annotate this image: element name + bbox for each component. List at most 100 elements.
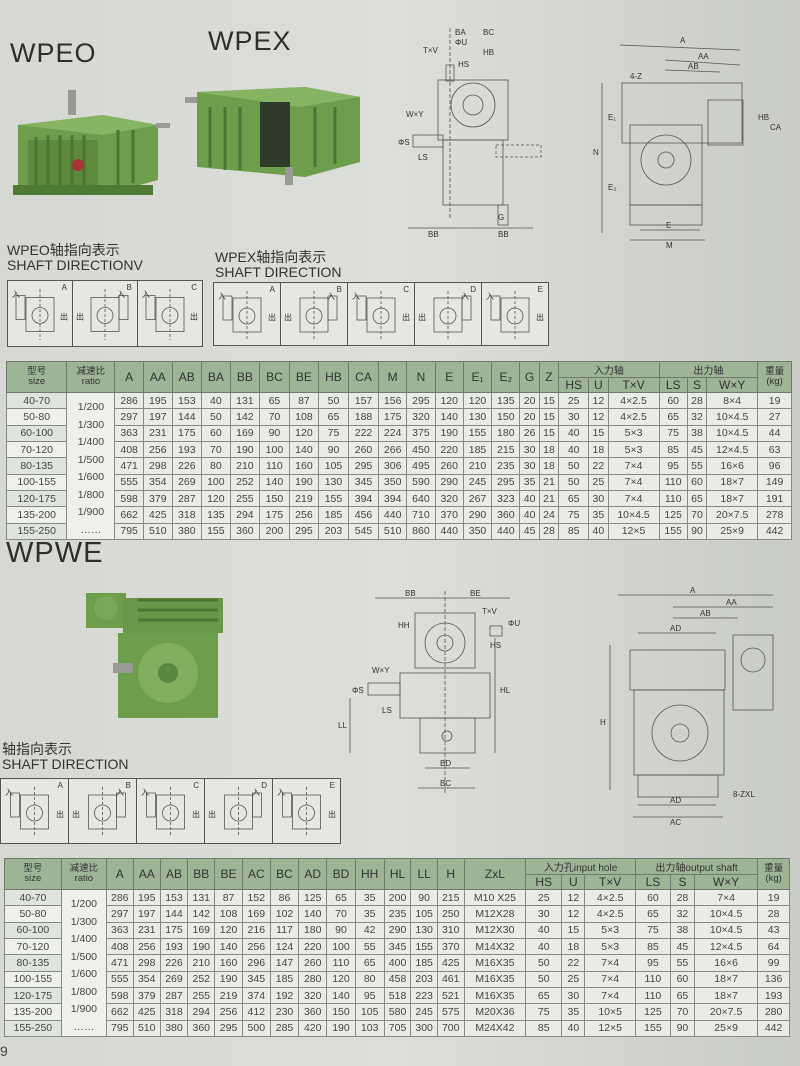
value-cell: 12 xyxy=(561,905,586,923)
value-cell: 374 xyxy=(241,986,271,1005)
ratio-value: 1/200 xyxy=(70,898,97,910)
value-cell: 35 xyxy=(519,473,540,491)
shaft-direction-option-a: A 入出 xyxy=(1,779,69,843)
dim-hl-label: HL xyxy=(500,686,511,695)
value-cell: 354 xyxy=(132,970,161,988)
column-header: BB xyxy=(229,361,260,393)
dim-txv-label: T×V xyxy=(482,607,498,616)
value-cell: 100 xyxy=(200,473,231,491)
value-cell: 95 xyxy=(634,954,671,972)
ratio-value: 1/800 xyxy=(70,985,97,998)
gearbox-schematic-icon: 入出 xyxy=(277,787,336,837)
direction-mark: 出 xyxy=(418,312,426,322)
value-cell: 60 xyxy=(634,888,671,907)
value-cell: 40 xyxy=(525,937,563,956)
value-cell: 131 xyxy=(187,888,216,907)
value-cell: 26 xyxy=(519,424,540,442)
column-header: LS xyxy=(658,377,688,393)
shaft-direction-option-c: C 入出 xyxy=(348,283,415,345)
value-cell: 120 xyxy=(200,489,231,508)
value-cell: 120 xyxy=(288,424,319,442)
value-cell: 50 xyxy=(525,970,563,988)
wpex-title: WPEX xyxy=(208,26,292,56)
value-cell: 185 xyxy=(317,506,349,524)
direction-mark: 出 xyxy=(76,312,84,322)
ratio-value: 1/400 xyxy=(77,436,105,448)
value-cell: 375 xyxy=(406,424,436,442)
value-cell: 45 xyxy=(686,440,708,459)
dim-bb-label: BB xyxy=(405,589,416,598)
value-cell: 598 xyxy=(105,986,134,1005)
column-header: W×Y xyxy=(693,874,759,890)
dim-aa-label: AA xyxy=(726,598,737,607)
shaft-direction-letter: D xyxy=(261,781,267,790)
value-cell: 180 xyxy=(298,921,328,939)
value-cell: 269 xyxy=(171,473,202,491)
value-cell: 185 xyxy=(269,970,300,988)
weight-header-line: (kg) xyxy=(765,873,782,884)
value-cell: 210 xyxy=(187,954,216,972)
direction-mark: 出 xyxy=(268,312,276,322)
value-cell: 360 xyxy=(229,522,260,541)
value-cell: 30 xyxy=(519,440,540,459)
value-cell: 32 xyxy=(686,408,708,426)
value-cell: 575 xyxy=(436,1003,465,1021)
value-cell: 30 xyxy=(558,408,590,426)
direction-mark: 入 xyxy=(5,788,13,797)
value-cell: 63 xyxy=(757,440,792,459)
column-header: LL xyxy=(410,858,438,890)
size-cell: 120-175 xyxy=(4,986,62,1005)
wpwe-shaft-direction-label: 轴指向表示 SHAFT DIRECTION xyxy=(2,742,129,772)
direction-mark: 入 xyxy=(12,290,20,299)
value-cell: 662 xyxy=(114,506,144,524)
value-cell: 510 xyxy=(142,522,173,541)
ratio-value: 1/300 xyxy=(70,915,97,928)
value-cell: 295 xyxy=(214,1019,243,1038)
value-cell: 30 xyxy=(588,489,609,508)
value-cell: 662 xyxy=(105,1003,134,1021)
value-cell: 140 xyxy=(326,986,356,1005)
value-cell: 120 xyxy=(462,391,493,410)
value-cell: 380 xyxy=(159,1019,189,1038)
value-cell: 7×4 xyxy=(607,489,660,508)
dim-ll-label: LL xyxy=(338,721,347,730)
value-cell: 30 xyxy=(519,457,540,475)
ratio-value: 1/500 xyxy=(70,950,97,963)
value-cell: 226 xyxy=(171,457,202,475)
value-cell: 220 xyxy=(298,937,328,956)
wpwe-gearbox-photo xyxy=(86,593,223,718)
value-cell: 185 xyxy=(462,440,493,459)
value-cell: 150 xyxy=(326,1003,356,1021)
dim-ls-label: LS xyxy=(382,706,392,715)
weight-header-line: (kg) xyxy=(766,376,783,387)
column-header: LS xyxy=(634,874,671,890)
value-cell: 295 xyxy=(491,473,521,491)
value-cell: 360 xyxy=(491,506,521,524)
shaft-direction-letter: B xyxy=(336,285,342,294)
value-cell: 20 xyxy=(519,391,540,410)
value-cell: 157 xyxy=(347,391,380,410)
value-cell: 25×9 xyxy=(706,522,759,541)
value-cell: 320 xyxy=(298,986,328,1005)
value-cell: 4×2.5 xyxy=(584,888,636,907)
value-cell: 130 xyxy=(462,408,493,426)
value-cell: 256 xyxy=(214,1003,243,1021)
value-cell: 370 xyxy=(436,937,465,956)
wpwe-front-dimension-drawing: A AA AB AD H AD AC 8-ZXL xyxy=(600,586,774,825)
value-cell: 7×4 xyxy=(584,986,636,1005)
dim-phis-label: ΦS xyxy=(352,686,364,695)
value-cell: 40 xyxy=(519,489,540,508)
value-cell: 135 xyxy=(200,506,231,524)
value-cell: 50 xyxy=(525,954,563,972)
value-cell: 105 xyxy=(317,457,349,475)
ratio-value: 1/300 xyxy=(77,418,105,431)
value-cell: 60 xyxy=(658,391,688,410)
value-cell: 147 xyxy=(269,954,300,972)
value-cell: 140 xyxy=(214,937,243,956)
direction-mark: 出 xyxy=(328,809,336,819)
value-cell: 215 xyxy=(436,888,465,907)
